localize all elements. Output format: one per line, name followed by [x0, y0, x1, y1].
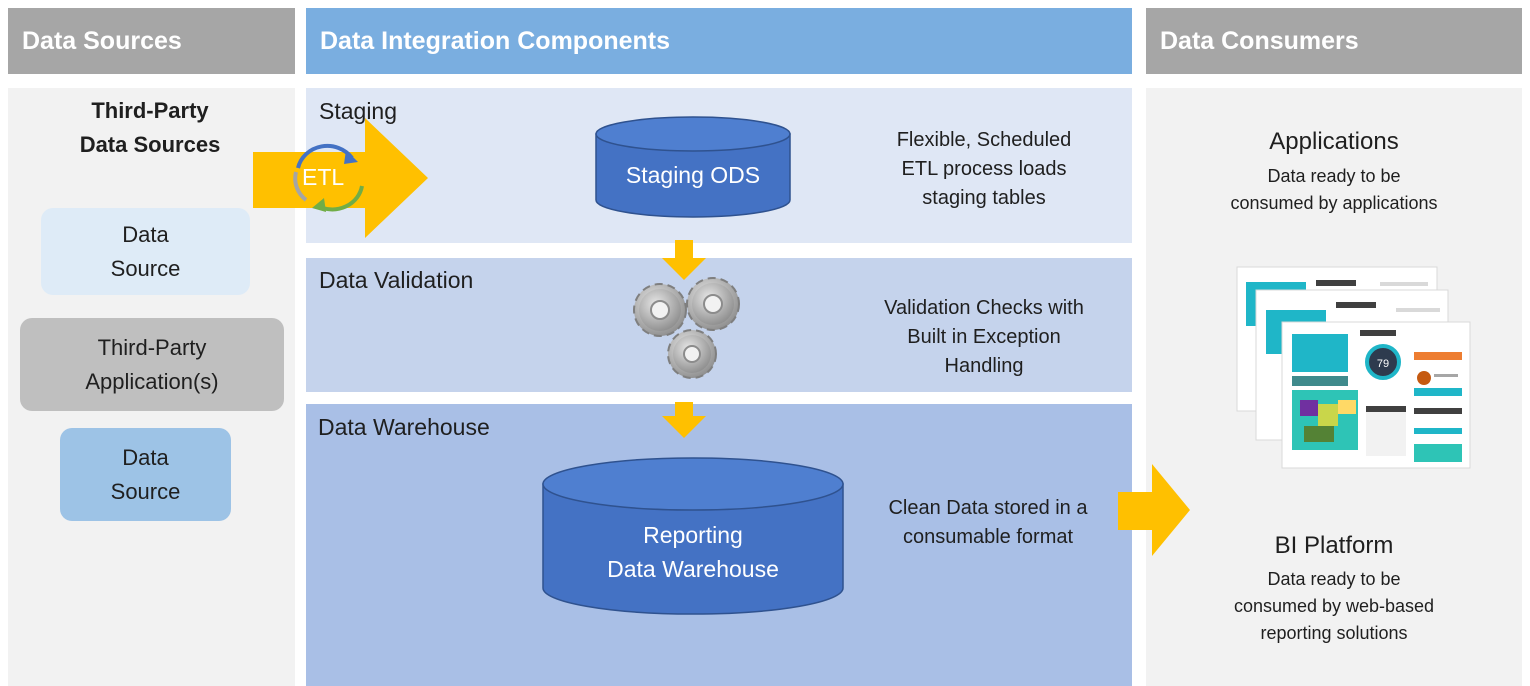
- data-validation-label: Data Validation: [319, 267, 474, 293]
- applications-title: Applications: [1269, 128, 1399, 155]
- etl-cycle-icon: [293, 143, 364, 212]
- warehouse-desc-line1: Clean Data stored in a: [888, 497, 1088, 519]
- staging-desc-line1: Flexible, Scheduled: [896, 129, 1072, 151]
- data-source-2-line2: Source: [110, 478, 181, 504]
- staging-ods-label: Staging ODS: [625, 162, 761, 188]
- applications-description: Data ready to be consumed by application…: [1146, 163, 1522, 217]
- gears-icon: [633, 277, 740, 379]
- bi-desc-line3: reporting solutions: [1260, 623, 1408, 643]
- staging-label: Staging: [319, 98, 398, 124]
- bi-platform-title: BI Platform: [1274, 532, 1394, 559]
- data-source-box-1: Data Source: [41, 208, 250, 295]
- bi-desc-line1: Data ready to be: [1267, 569, 1401, 589]
- applications-desc-line2: consumed by applications: [1230, 193, 1438, 213]
- etl-label: ETL: [302, 164, 345, 190]
- arrow-to-consumers: [1118, 464, 1190, 556]
- reporting-warehouse-label: Reporting Data Warehouse: [543, 514, 843, 590]
- warehouse-desc-line2: consumable format: [902, 526, 1074, 548]
- bi-desc-line2: consumed by web-based: [1233, 596, 1435, 616]
- warehouse-cyl-line1: Reporting: [643, 522, 743, 548]
- data-source-1-line2: Source: [110, 255, 181, 281]
- dashboard-gauge-value: 79: [1377, 358, 1389, 370]
- sources-title-line2: Data Sources: [79, 132, 221, 157]
- applications-desc-line1: Data ready to be: [1267, 166, 1401, 186]
- header-data-integration: Data Integration Components: [306, 8, 1132, 74]
- data-source-1-line1: Data: [122, 221, 169, 247]
- warehouse-cyl-line2: Data Warehouse: [607, 556, 779, 582]
- header-data-sources: Data Sources: [8, 8, 295, 74]
- staging-ods-cylinder: [595, 116, 791, 218]
- validation-desc-line1: Validation Checks with: [884, 297, 1084, 319]
- validation-description: Validation Checks with Built in Exceptio…: [846, 294, 1122, 381]
- third-party-app-line2: Application(s): [85, 368, 219, 394]
- third-party-application-box: Third-Party Application(s): [20, 318, 284, 411]
- reporting-warehouse-cylinder: [542, 457, 844, 615]
- staging-desc-line3: staging tables: [922, 187, 1046, 209]
- staging-description: Flexible, Scheduled ETL process loads st…: [846, 126, 1122, 213]
- data-source-2-line1: Data: [122, 444, 169, 470]
- etl-arrow: [253, 118, 428, 238]
- warehouse-description: Clean Data stored in a consumable format: [850, 494, 1126, 552]
- header-data-consumers: Data Consumers: [1146, 8, 1522, 74]
- data-warehouse-label: Data Warehouse: [318, 414, 490, 440]
- down-arrow-validation-to-warehouse: [662, 402, 706, 438]
- sources-title-line1: Third-Party: [91, 98, 209, 123]
- third-party-app-line1: Third-Party: [97, 334, 207, 360]
- third-party-sources-title: Third-Party Data Sources: [40, 94, 260, 162]
- staging-desc-line2: ETL process loads: [901, 158, 1067, 180]
- bi-platform-description: Data ready to be consumed by web-based r…: [1146, 566, 1522, 647]
- down-arrow-staging-to-validation: [662, 240, 706, 280]
- data-source-box-2: Data Source: [60, 428, 231, 521]
- dashboard-screenshots-illustration: 79: [1236, 266, 1471, 469]
- validation-desc-line2: Built in Exception: [907, 326, 1061, 348]
- validation-desc-line3: Handling: [944, 355, 1024, 377]
